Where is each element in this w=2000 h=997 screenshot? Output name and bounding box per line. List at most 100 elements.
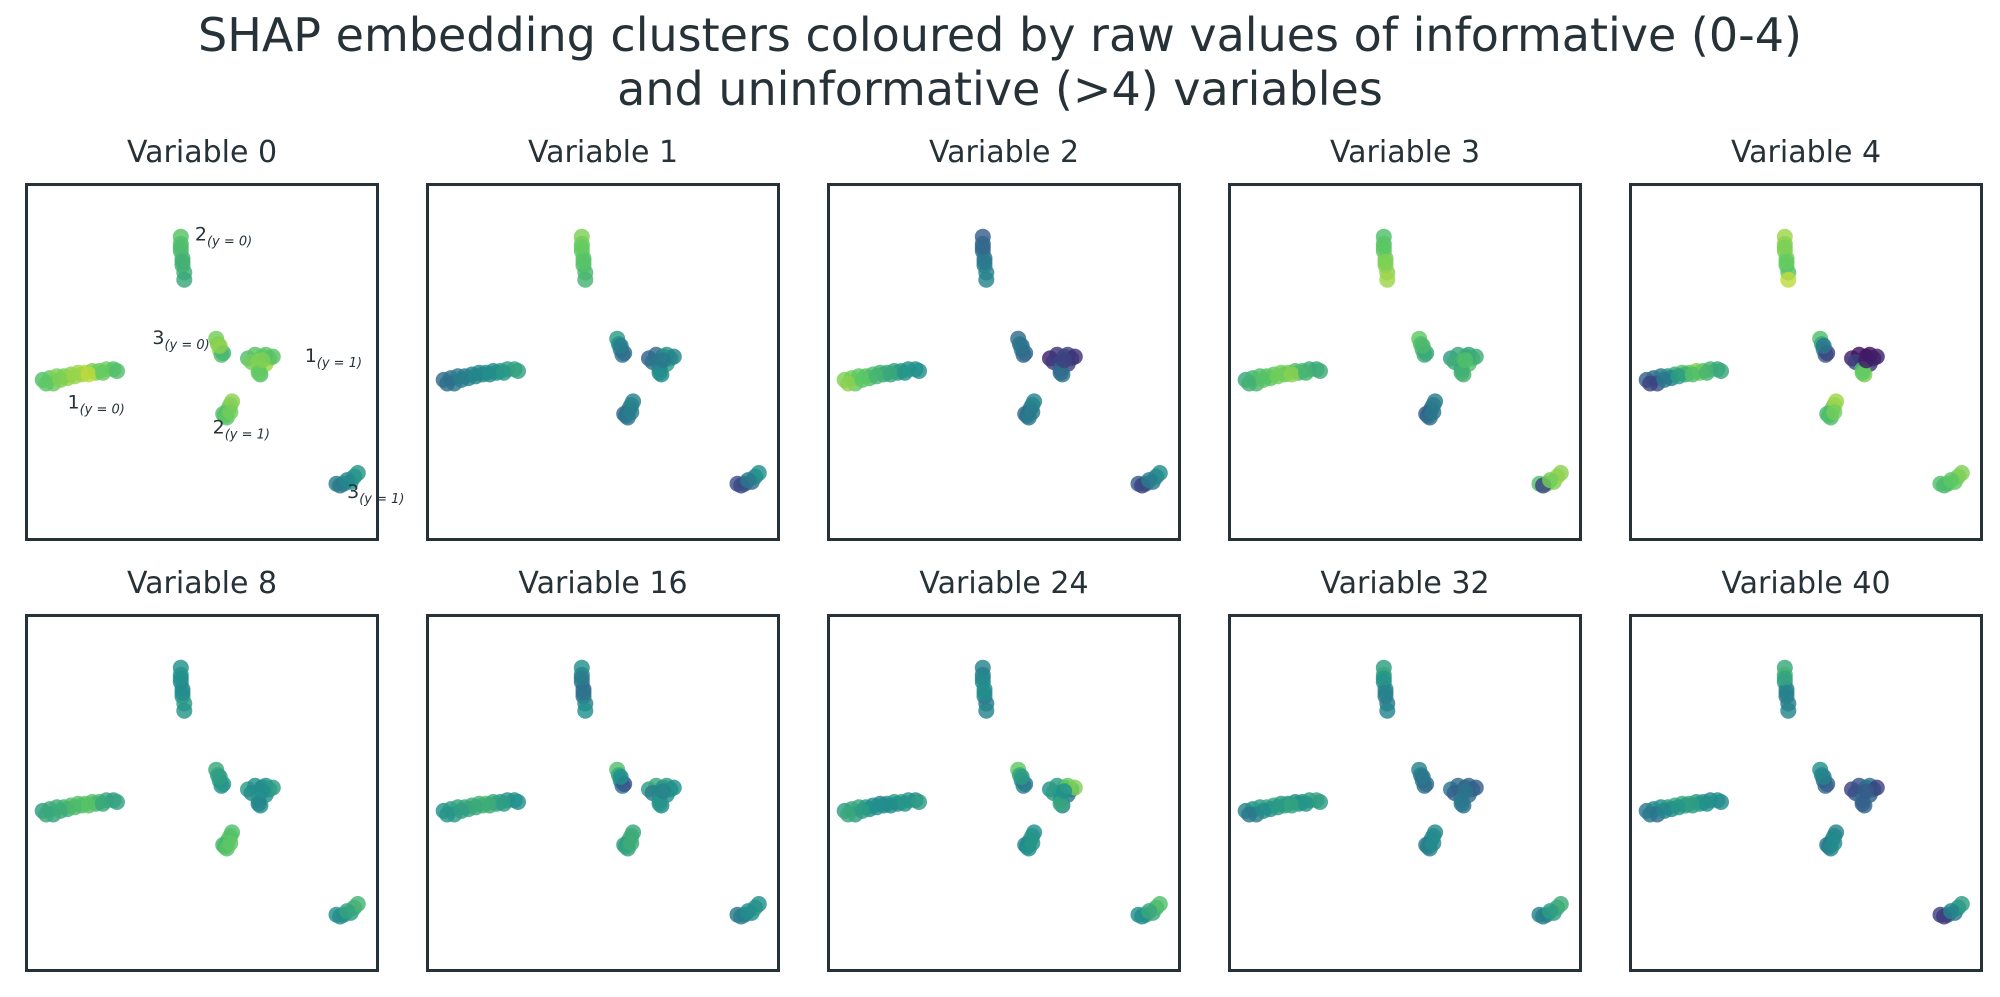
scatter-point bbox=[1858, 783, 1875, 800]
scatter-point bbox=[978, 271, 995, 288]
scatter-point bbox=[1453, 364, 1470, 381]
panel-variable: Variable 32 bbox=[1228, 566, 1582, 972]
scatter-point bbox=[575, 253, 592, 270]
scatter-point bbox=[1815, 768, 1832, 785]
scatter-point bbox=[211, 768, 228, 785]
scatter-point bbox=[974, 239, 991, 256]
panel-frame bbox=[25, 614, 379, 972]
panel-variable: Variable 8 bbox=[25, 566, 379, 972]
scatter-point bbox=[1854, 364, 1871, 381]
scatter-point bbox=[651, 364, 668, 381]
scatter-point bbox=[109, 794, 125, 810]
scatter-point bbox=[1780, 702, 1797, 719]
chart-title: SHAP embedding clusters coloured by raw … bbox=[0, 8, 2000, 116]
scatter-point bbox=[1698, 795, 1715, 812]
cluster-label: 2(y = 1) bbox=[213, 417, 270, 443]
scatter-point bbox=[1453, 795, 1470, 812]
scatter-plot bbox=[1629, 614, 1983, 972]
scatter-point bbox=[66, 368, 83, 385]
scatter-point bbox=[577, 271, 594, 288]
scatter-point bbox=[1241, 806, 1258, 823]
scatter-point bbox=[1656, 371, 1673, 388]
scatter-point bbox=[453, 802, 470, 819]
scatter-point bbox=[1943, 472, 1960, 489]
scatter-point bbox=[1656, 802, 1673, 819]
scatter-point bbox=[974, 670, 991, 687]
scatter-point bbox=[66, 799, 83, 816]
scatter-plot bbox=[1228, 183, 1582, 541]
scatter-point bbox=[1858, 352, 1875, 369]
panel-variable: Variable 24 bbox=[827, 566, 1181, 972]
panel-frame bbox=[426, 183, 780, 541]
panel-title: Variable 0 bbox=[126, 135, 278, 170]
scatter-point bbox=[439, 375, 456, 392]
scatter-point bbox=[978, 702, 995, 719]
panel-title: Variable 1 bbox=[527, 135, 679, 170]
scatter-point bbox=[1826, 835, 1843, 852]
scatter-point bbox=[250, 364, 267, 381]
scatter-point bbox=[868, 368, 885, 385]
scatter-plot bbox=[426, 183, 780, 541]
scatter-point bbox=[1670, 368, 1687, 385]
panel-variable: Variable 2 bbox=[827, 135, 1181, 541]
scatter-point bbox=[573, 670, 590, 687]
scatter-point bbox=[868, 799, 885, 816]
scatter-point bbox=[976, 684, 993, 701]
scatter-point bbox=[109, 363, 125, 379]
panel-title: Variable 2 bbox=[928, 135, 1080, 170]
scatter-point bbox=[1375, 670, 1392, 687]
scatter-point bbox=[612, 337, 629, 354]
panel-variable: Variable 3 bbox=[1228, 135, 1582, 541]
scatter-point bbox=[1312, 794, 1328, 810]
panel-title: Variable 4 bbox=[1730, 135, 1882, 170]
scatter-point bbox=[80, 797, 97, 814]
scatter-point bbox=[1255, 802, 1272, 819]
panel-title: Variable 16 bbox=[518, 566, 688, 601]
scatter-point bbox=[1141, 903, 1158, 920]
scatter-point bbox=[655, 352, 672, 369]
panel-frame bbox=[827, 183, 1181, 541]
scatter-point bbox=[1826, 404, 1843, 421]
scatter-point bbox=[1780, 271, 1797, 288]
scatter-point bbox=[1713, 794, 1729, 810]
scatter-point bbox=[1854, 795, 1871, 812]
scatter-point bbox=[176, 271, 193, 288]
scatter-point bbox=[250, 795, 267, 812]
panel-frame bbox=[426, 614, 780, 972]
scatter-point bbox=[1013, 337, 1030, 354]
scatter-point bbox=[1642, 806, 1659, 823]
scatter-point bbox=[840, 806, 857, 823]
scatter-point bbox=[882, 366, 899, 383]
scatter-point bbox=[612, 768, 629, 785]
scatter-point bbox=[481, 366, 498, 383]
scatter-point bbox=[1425, 835, 1442, 852]
scatter-point bbox=[740, 903, 757, 920]
scatter-point bbox=[1052, 364, 1069, 381]
scatter-point bbox=[174, 253, 191, 270]
scatter-point bbox=[1642, 375, 1659, 392]
panel-frame bbox=[1629, 183, 1983, 541]
scatter-point bbox=[1457, 783, 1474, 800]
scatter-point bbox=[339, 903, 356, 920]
scatter-point bbox=[1312, 363, 1328, 379]
panel-variable: Variable 40 bbox=[1629, 566, 1983, 972]
scatter-point bbox=[1670, 799, 1687, 816]
scatter-point bbox=[80, 366, 97, 383]
scatter-point bbox=[52, 371, 69, 388]
cluster-label: 1(y = 0) bbox=[68, 392, 125, 418]
scatter-point bbox=[1778, 684, 1795, 701]
panel-frame bbox=[25, 183, 379, 541]
scatter-point bbox=[854, 802, 871, 819]
scatter-point bbox=[1013, 768, 1030, 785]
scatter-point bbox=[222, 404, 239, 421]
scatter-point bbox=[976, 253, 993, 270]
scatter-point bbox=[510, 363, 526, 379]
scatter-plot bbox=[827, 183, 1181, 541]
scatter-point bbox=[1297, 795, 1314, 812]
scatter-point bbox=[439, 806, 456, 823]
scatter-point bbox=[1255, 371, 1272, 388]
scatter-point bbox=[1414, 337, 1431, 354]
cluster-label: 3(y = 1) bbox=[347, 481, 404, 507]
scatter-point bbox=[573, 239, 590, 256]
